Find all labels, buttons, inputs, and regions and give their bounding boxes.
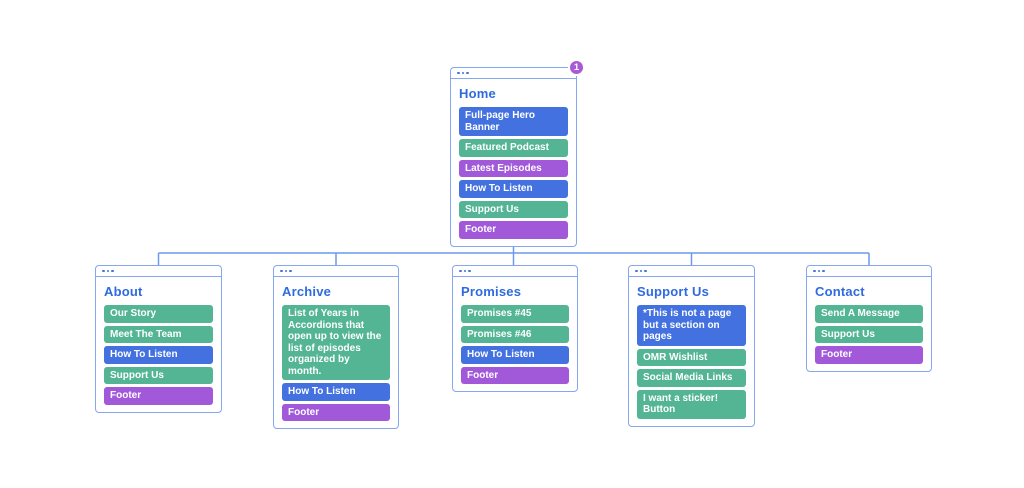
card-title-support-us[interactable]: Support Us bbox=[637, 284, 710, 299]
window-dots-icon bbox=[639, 269, 642, 273]
sitemap-block[interactable]: Support Us bbox=[459, 200, 568, 218]
sitemap-block[interactable]: List of Years in Accordions that open up… bbox=[282, 305, 390, 380]
card-window-bar bbox=[274, 266, 398, 277]
sitemap-block[interactable]: Support Us bbox=[104, 366, 213, 384]
window-dots-icon bbox=[817, 269, 820, 273]
card-archive[interactable]: Archive List of Years in Accordions that… bbox=[273, 265, 399, 429]
sitemap-block[interactable]: Full-page Hero Banner bbox=[459, 107, 568, 136]
card-window-bar bbox=[807, 266, 931, 277]
sitemap-block[interactable]: How To Listen bbox=[104, 346, 213, 364]
card-window-bar bbox=[96, 266, 221, 277]
block-list: *This is not a page but a section on pag… bbox=[637, 305, 746, 419]
window-dots-icon bbox=[289, 269, 292, 273]
card-title-promises[interactable]: Promises bbox=[461, 284, 522, 299]
window-dots-icon bbox=[106, 269, 109, 273]
sitemap-block[interactable]: Featured Podcast bbox=[459, 139, 568, 157]
sitemap-block[interactable]: Meet The Team bbox=[104, 325, 213, 343]
sitemap-block[interactable]: I want a sticker! Button bbox=[637, 389, 746, 419]
window-dots-icon bbox=[111, 269, 114, 273]
window-dots-icon bbox=[468, 269, 471, 273]
notification-badge: 1 bbox=[568, 59, 585, 76]
card-window-bar bbox=[451, 68, 576, 79]
window-dots-icon bbox=[813, 269, 816, 273]
card-body: Support Us *This is not a page but a sec… bbox=[629, 284, 754, 426]
sitemap-block[interactable]: Send A Message bbox=[815, 305, 923, 323]
card-title-archive[interactable]: Archive bbox=[282, 284, 332, 299]
sitemap-block[interactable]: *This is not a page but a section on pag… bbox=[637, 305, 746, 346]
sitemap-block[interactable]: Footer bbox=[459, 221, 568, 239]
window-dots-icon bbox=[102, 269, 105, 273]
sitemap-block[interactable]: Footer bbox=[461, 366, 569, 384]
window-dots-icon bbox=[284, 269, 287, 273]
window-dots-icon bbox=[280, 269, 283, 273]
block-list: List of Years in Accordions that open up… bbox=[282, 305, 390, 421]
window-dots-icon bbox=[466, 71, 469, 75]
sitemap-block[interactable]: Social Media Links bbox=[637, 369, 746, 387]
sitemap-block[interactable]: Latest Episodes bbox=[459, 159, 568, 177]
window-dots-icon bbox=[459, 269, 462, 273]
card-window-bar bbox=[629, 266, 754, 277]
sitemap-block[interactable]: Promises #45 bbox=[461, 305, 569, 323]
card-body: Archive List of Years in Accordions that… bbox=[274, 284, 398, 428]
sitemap-block[interactable]: Footer bbox=[815, 346, 923, 364]
window-dots-icon bbox=[644, 269, 647, 273]
window-dots-icon bbox=[822, 269, 825, 273]
window-dots-icon bbox=[461, 71, 464, 75]
sitemap-block[interactable]: Our Story bbox=[104, 305, 213, 323]
sitemap-block[interactable]: Promises #46 bbox=[461, 325, 569, 343]
window-dots-icon bbox=[635, 269, 638, 273]
window-dots-icon bbox=[463, 269, 466, 273]
sitemap-block[interactable]: Footer bbox=[282, 403, 390, 421]
sitemap-block[interactable]: How To Listen bbox=[461, 346, 569, 364]
card-title-about[interactable]: About bbox=[104, 284, 143, 299]
sitemap-block[interactable]: How To Listen bbox=[282, 383, 390, 401]
card-title-home[interactable]: Home bbox=[459, 86, 496, 101]
sitemap-block[interactable]: OMR Wishlist bbox=[637, 348, 746, 366]
card-support-us[interactable]: Support Us *This is not a page but a sec… bbox=[628, 265, 755, 427]
card-window-bar bbox=[453, 266, 577, 277]
sitemap-block[interactable]: Support Us bbox=[815, 325, 923, 343]
window-dots-icon bbox=[457, 71, 460, 75]
sitemap-block[interactable]: Footer bbox=[104, 387, 213, 405]
sitemap-block[interactable]: How To Listen bbox=[459, 180, 568, 198]
card-title-contact[interactable]: Contact bbox=[815, 284, 865, 299]
